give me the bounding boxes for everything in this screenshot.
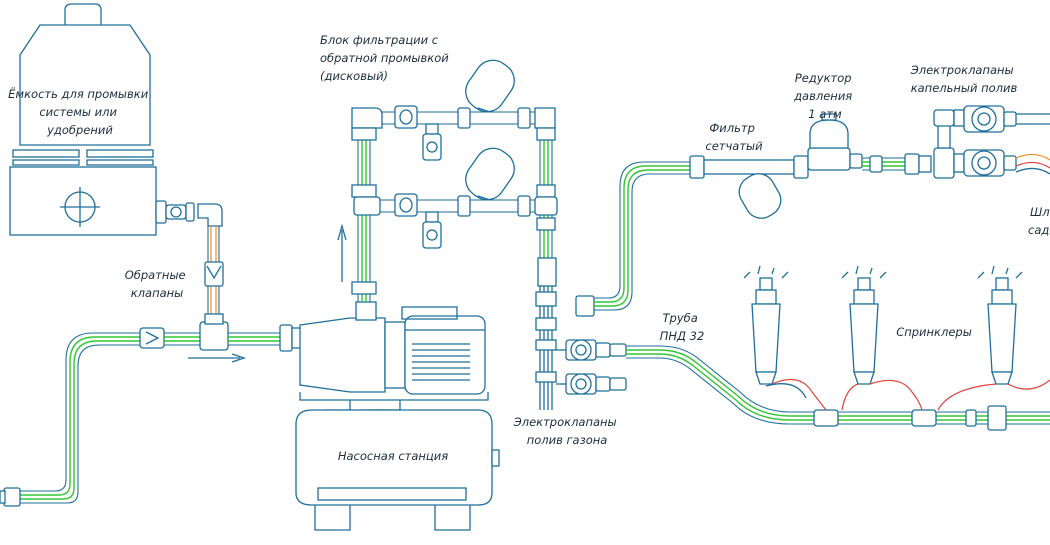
mesh-filter-label: Фильтр сетчатый xyxy=(705,121,763,153)
sprinkler-1 xyxy=(743,265,827,411)
drip-electrovalves xyxy=(933,105,1050,179)
drip-valves-label: Электроклапаны капельный полив xyxy=(910,63,1018,95)
sprinklers-label: Спринклеры xyxy=(896,325,972,339)
sprinkler-2 xyxy=(841,265,923,411)
lawn-valve-1 xyxy=(565,339,627,361)
drip-valve-1 xyxy=(963,105,1017,133)
tank-outlet-fittings xyxy=(155,200,223,227)
tank-hose xyxy=(204,226,224,320)
sprinkler-3 xyxy=(937,265,1050,411)
tank-label: Ёмкость для промывки системы или удобрен… xyxy=(8,86,152,137)
filter-block-label: Блок фильтрации с обратной промывкой (ди… xyxy=(320,33,452,83)
motor-fins xyxy=(412,343,470,381)
inlet-pipe xyxy=(0,313,305,507)
hose-label-partial: Шл сад xyxy=(1028,205,1050,237)
filter-block-pipes xyxy=(351,59,558,410)
pump-station xyxy=(295,301,500,531)
pe32-pipe-label: Труба ПНД 32 xyxy=(660,311,705,343)
fertilizer-tank xyxy=(9,3,157,236)
check-valves-label: Обратные клапаны xyxy=(125,268,190,300)
lawn-valves-label: Электроклапаны полив газона xyxy=(513,415,621,447)
flow-up-arrow xyxy=(337,223,347,282)
pe32-pipe xyxy=(626,345,1050,431)
pressure-reducer-label: Редуктор давления 1 атм xyxy=(793,71,856,121)
flow-direction-arrow xyxy=(188,353,247,363)
drip-valve-2 xyxy=(963,149,1017,177)
drip-supply-pipe xyxy=(575,113,932,317)
pump-station-label: Насосная станция xyxy=(338,449,448,463)
lawn-electrovalves xyxy=(556,339,627,395)
lawn-valve-2 xyxy=(565,373,627,395)
